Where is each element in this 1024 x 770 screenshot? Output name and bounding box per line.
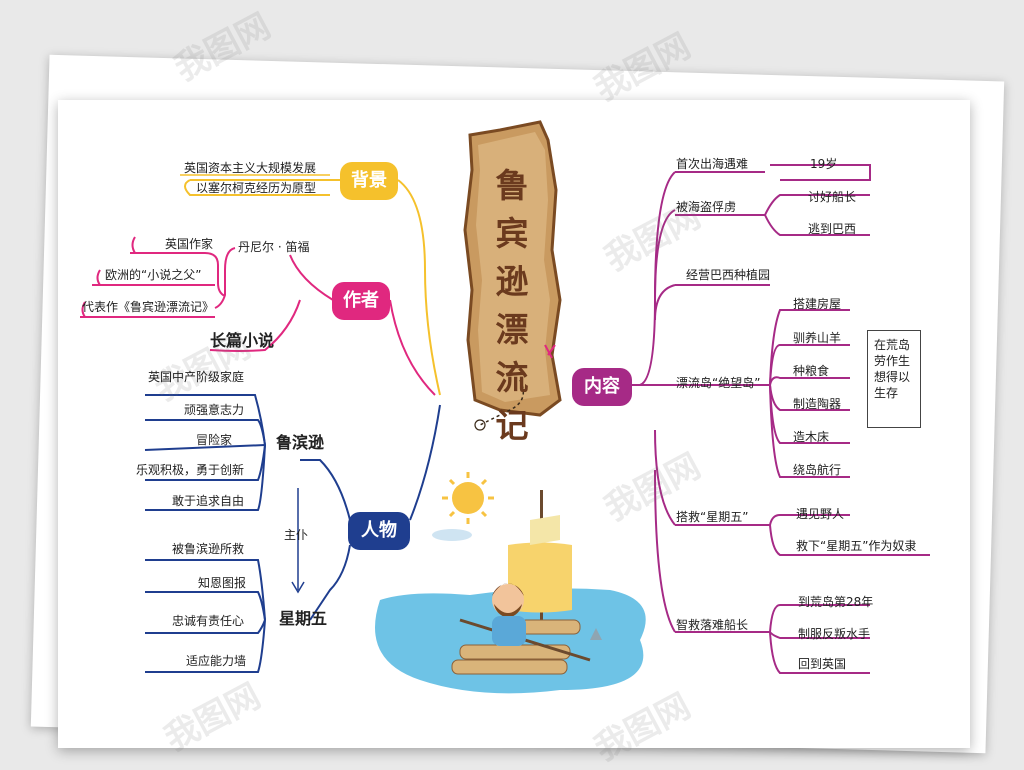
event-detail: 19岁 <box>810 157 838 171</box>
trait: 英国中产阶级家庭 <box>148 370 245 384</box>
event-detail: 讨好船长 <box>808 190 857 204</box>
character-robinson: 鲁滨逊 <box>276 433 325 452</box>
event-detail: 制服反叛水手 <box>798 627 871 641</box>
author-item: 英国作家 <box>165 237 214 251</box>
raft-scene-icon <box>375 490 646 694</box>
event-detail: 绕岛航行 <box>793 463 842 477</box>
event-detail: 遇见野人 <box>796 507 845 521</box>
author-item: 欧洲的“小说之父” <box>105 268 202 282</box>
trait: 忠诚有责任心 <box>172 614 245 628</box>
relation-label: 主仆 <box>284 528 309 542</box>
event: 智救落难船长 <box>676 618 749 632</box>
trait: 知恩图报 <box>198 576 247 590</box>
event: 搭救“星期五” <box>676 510 749 524</box>
background-item: 英国资本主义大规模发展 <box>184 161 317 175</box>
branch-background: 背景 <box>340 162 398 200</box>
event-detail: 逃到巴西 <box>808 222 857 236</box>
event-detail: 驯养山羊 <box>793 331 842 345</box>
trait: 敢于追求自由 <box>172 494 245 508</box>
author-genre: 长篇小说 <box>210 331 275 350</box>
trait: 被鲁滨逊所救 <box>172 542 245 556</box>
event-detail: 造木床 <box>793 430 830 444</box>
event-detail: 搭建房屋 <box>793 297 842 311</box>
trait: 冒险家 <box>196 433 233 447</box>
author-item: 代表作《鲁宾逊漂流记》 <box>82 300 215 314</box>
character-friday: 星期五 <box>279 609 328 628</box>
branch-author: 作者 <box>332 282 390 320</box>
author-name: 丹尼尔 · 笛福 <box>238 240 310 254</box>
trait: 适应能力墙 <box>186 654 247 668</box>
background-item: 以塞尔柯克经历为原型 <box>196 181 317 195</box>
event: 首次出海遇难 <box>676 157 749 171</box>
speech-note: 在荒岛劳作生想得以生存 <box>867 330 921 428</box>
wood-sign-icon <box>463 120 562 431</box>
event-detail: 回到英国 <box>798 657 847 671</box>
event: 经营巴西种植园 <box>686 268 771 282</box>
branch-characters: 人物 <box>348 512 410 550</box>
sun-icon <box>432 472 494 541</box>
event-detail: 制造陶器 <box>793 397 842 411</box>
trait: 顽强意志力 <box>184 403 245 417</box>
event-detail: 到荒岛第28年 <box>798 595 874 609</box>
event: 被海盗俘虏 <box>676 200 737 214</box>
event-detail: 救下“星期五”作为奴隶 <box>796 539 917 553</box>
event: 漂流岛“绝望岛” <box>676 376 761 390</box>
trait: 乐观积极，勇于创新 <box>136 463 245 477</box>
branch-content: 内容 <box>572 368 632 406</box>
event-detail: 种粮食 <box>793 364 830 378</box>
central-title: 鲁宾逊漂流记 <box>495 166 529 445</box>
